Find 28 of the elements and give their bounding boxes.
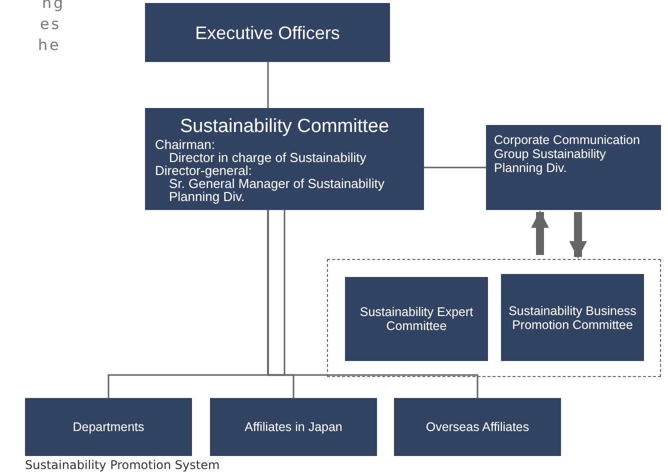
org-box [486, 125, 661, 210]
connector-line [267, 210, 478, 398]
unit-name: Sustainability Expert Committee [358, 305, 474, 333]
role-holder: Director in charge of Sustainability [168, 150, 366, 164]
org-box [210, 398, 377, 456]
org-box [501, 274, 644, 361]
role-label: Chairman: [155, 138, 215, 150]
role-holder: Sr. General Manager of Sustainability Planning Div. [169, 176, 386, 202]
org-box [394, 398, 561, 456]
body-text-fragment: he [38, 36, 61, 54]
connector-line [424, 166, 486, 168]
org-box [145, 108, 424, 210]
org-box [345, 277, 488, 361]
unit-name: Corporate Communication Group Sustainability Planning Div. [494, 133, 641, 175]
dashed-group-box [327, 259, 661, 377]
block-arrow [531, 210, 549, 255]
role-label: Director-general: [155, 164, 252, 176]
org-box [25, 398, 192, 456]
unit-title: Sustainability Committee [180, 116, 390, 138]
org-box [145, 3, 390, 62]
block-arrow [569, 212, 587, 259]
unit-name: Overseas Affiliates [426, 420, 530, 434]
unit-name: Executive Officers [195, 26, 340, 40]
unit-name: Sustainability Business Promotion Committee [508, 304, 638, 332]
body-text-fragment: es [40, 15, 62, 33]
caption: Sustainability Promotion System [25, 458, 220, 472]
unit-name: Departments [72, 420, 144, 434]
unit-name: Affiliates in Japan [244, 420, 342, 434]
